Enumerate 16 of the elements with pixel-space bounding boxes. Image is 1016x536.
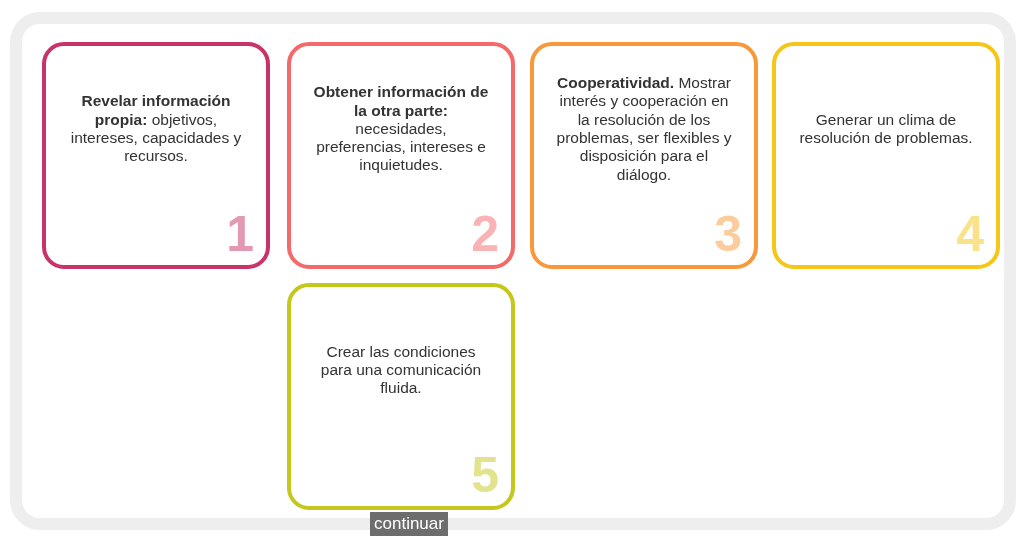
step-card [772,42,1000,269]
step-description: Generar un clima de resolución de problemas. [798,110,974,148]
step-number: 3 [714,209,742,259]
step-card [287,283,515,510]
step-number: 2 [471,209,499,259]
step-number: 4 [956,209,984,259]
step-description: Crear las condiciones para una comunicación fluida. [319,342,483,398]
step-number: 1 [226,209,254,259]
step-card [287,42,515,269]
step-number: 5 [471,450,499,500]
step-card [530,42,758,269]
step-description: Revelar información propia: objetivos, intereses, capacidades y recursos. [69,92,243,166]
step-description: Cooperatividad. Mostrar interés y cooperación en la resolución de los problemas, ser flexibles y disposición para el diálogo. [555,74,733,184]
continue-button: continuar [370,512,448,536]
step-description: Obtener información de la otra parte: necesidades, preferencias, intereses e inquietudes. [312,83,490,175]
step-card [42,42,270,269]
